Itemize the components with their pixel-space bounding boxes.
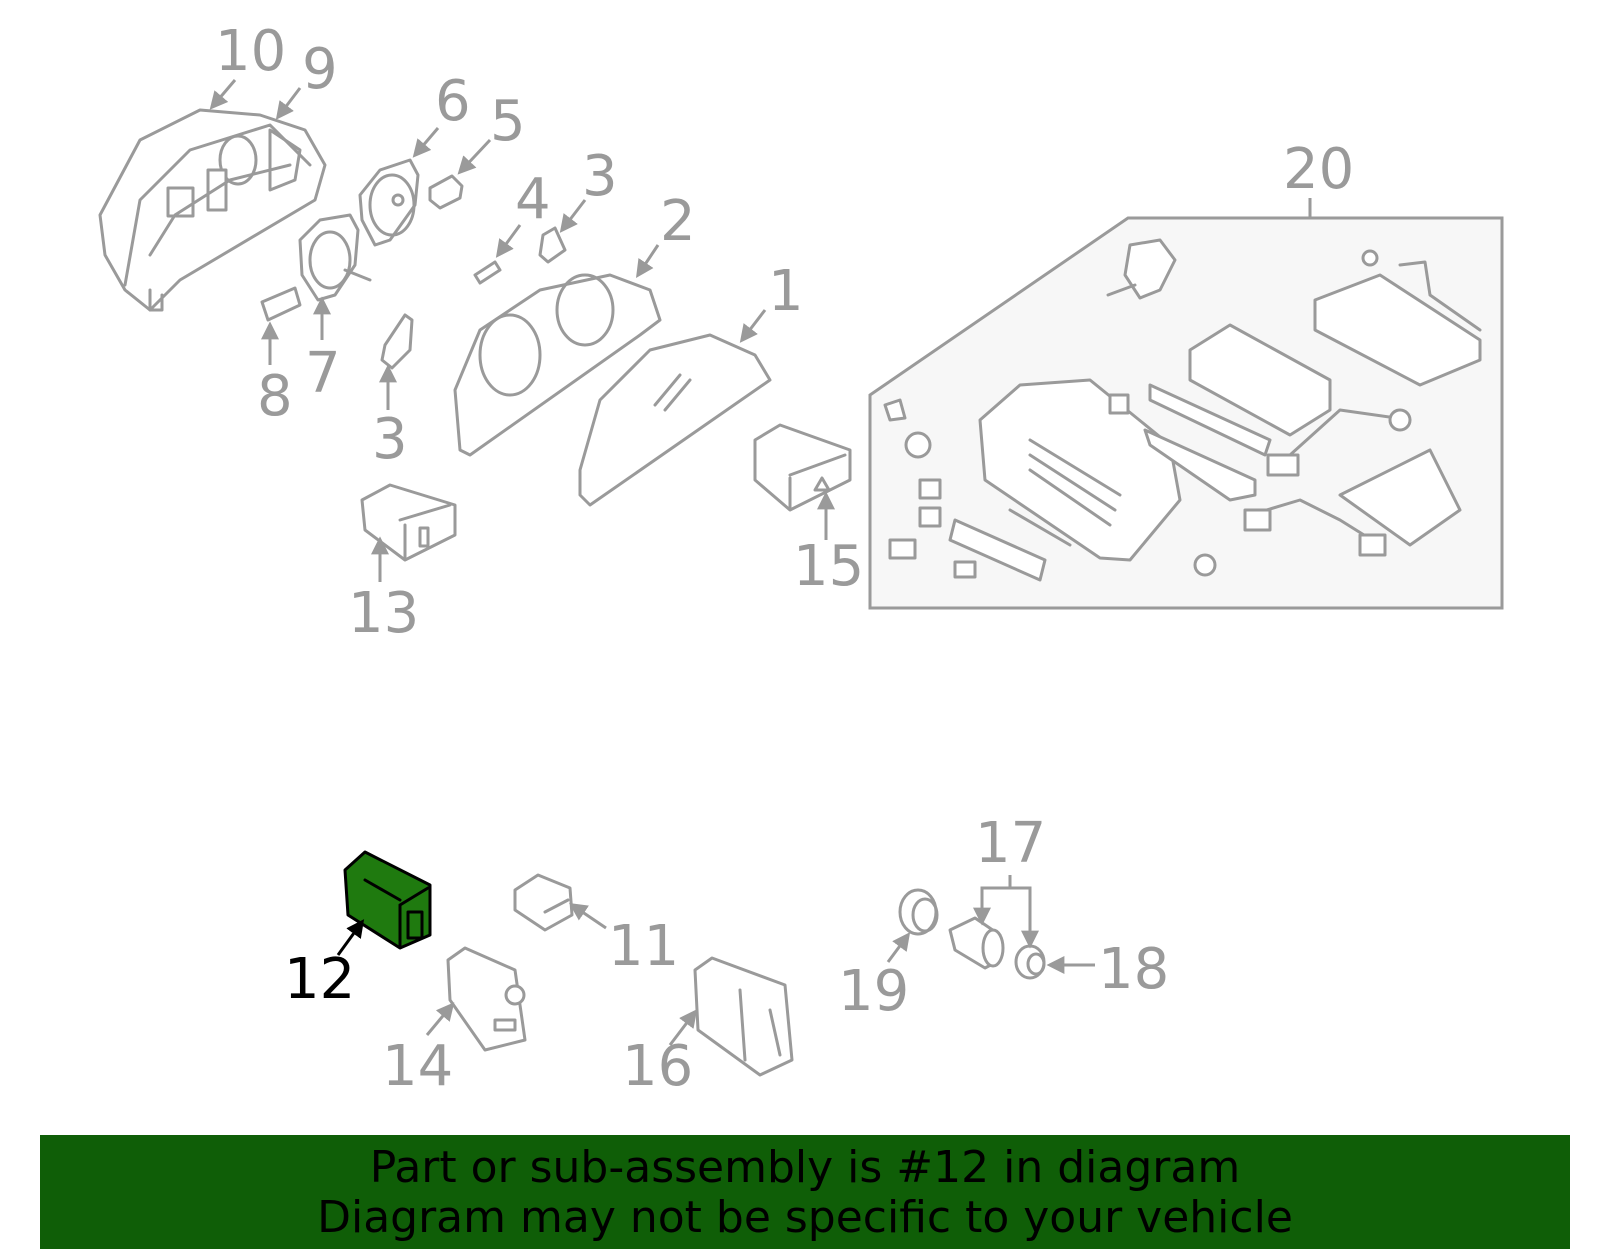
part-11-switch xyxy=(513,873,574,932)
part-6-gauge xyxy=(358,158,420,247)
part-8-small-gauge xyxy=(260,286,302,322)
part-1-glass xyxy=(578,333,772,507)
callout-10: 10 xyxy=(215,19,286,84)
callout-9: 9 xyxy=(302,37,338,102)
part-7-gauge xyxy=(298,213,372,302)
part-16-window-switch xyxy=(693,956,794,1077)
part-2-bezel xyxy=(453,273,662,457)
part-9-cluster-case xyxy=(148,163,292,257)
callout-12: 12 xyxy=(284,947,355,1012)
callout-20: 20 xyxy=(1283,137,1354,202)
part-12-switch-highlighted[interactable] xyxy=(343,850,432,950)
callout-5: 5 xyxy=(490,89,526,154)
callout-3-lower: 3 xyxy=(372,407,408,472)
callout-4: 4 xyxy=(515,167,551,232)
part-20-climate-assembly xyxy=(868,216,1504,610)
leader-lines xyxy=(209,79,1312,1046)
callout-6: 6 xyxy=(435,69,471,134)
callout-17: 17 xyxy=(975,811,1046,876)
callout-11: 11 xyxy=(608,914,679,979)
callout-2: 2 xyxy=(660,189,696,254)
callout-16: 16 xyxy=(622,1034,693,1099)
callout-7: 7 xyxy=(305,341,341,406)
callout-8: 8 xyxy=(257,364,293,429)
part-17-lighter xyxy=(948,916,1005,970)
callout-1: 1 xyxy=(768,259,804,324)
callout-14: 14 xyxy=(382,1034,453,1099)
part-13-switch xyxy=(360,483,457,562)
part-5-socket xyxy=(428,174,464,210)
info-banner: Part or sub-assembly is #12 in diagram D… xyxy=(40,1135,1570,1249)
callout-labels: 10 9 6 5 4 3 2 1 7 8 3 13 15 20 17 11 18… xyxy=(215,19,1354,1099)
part-4-bulb xyxy=(473,260,502,285)
banner-line-1: Part or sub-assembly is #12 in diagram xyxy=(369,1142,1241,1193)
callout-13: 13 xyxy=(348,581,419,646)
callout-18: 18 xyxy=(1098,937,1169,1002)
part-19-lighter-ring xyxy=(898,888,939,936)
part-3-lens-upper xyxy=(538,226,567,264)
callout-15: 15 xyxy=(793,534,864,599)
part-18-knob xyxy=(1014,944,1046,980)
part-15-hazard-switch xyxy=(753,423,852,512)
banner-line-2: Diagram may not be specific to your vehi… xyxy=(317,1192,1293,1243)
part-10-cluster-rear-housing xyxy=(98,108,327,312)
part-14-mirror-switch xyxy=(446,946,527,1052)
part-3-lens-lower xyxy=(380,313,414,370)
callout-19: 19 xyxy=(838,959,909,1024)
callout-3-upper: 3 xyxy=(582,144,618,209)
